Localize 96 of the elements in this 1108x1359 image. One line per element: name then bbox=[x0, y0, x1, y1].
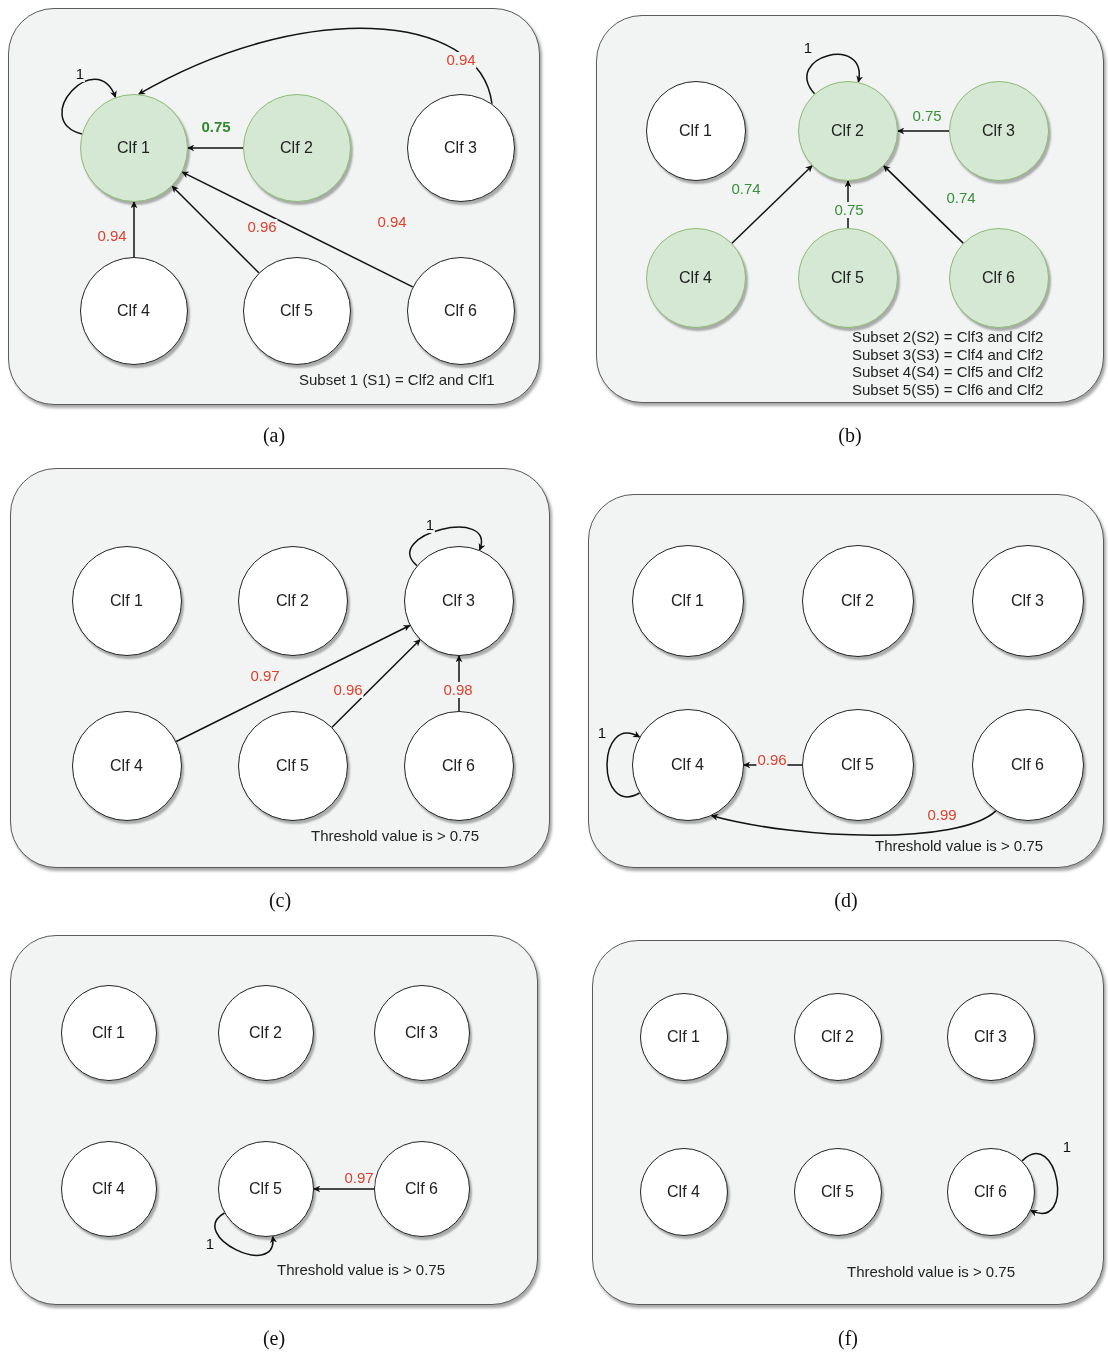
arrow bbox=[710, 810, 997, 836]
edge-label: 0.94 bbox=[96, 228, 128, 244]
arrow bbox=[883, 165, 964, 244]
arrow bbox=[606, 731, 641, 798]
classifier-circle: Clf 2 bbox=[217, 984, 314, 1081]
classifier-circle: Clf 2 bbox=[797, 80, 898, 181]
panel-caption: (b) bbox=[838, 424, 862, 447]
classifier-circle: Clf 5 bbox=[793, 1147, 882, 1236]
classifier-circle: Clf 1 bbox=[60, 984, 157, 1081]
classifier-circle: Clf 6 bbox=[948, 227, 1049, 328]
arrow bbox=[1021, 1153, 1059, 1216]
panel-caption: (a) bbox=[262, 424, 286, 447]
arrow bbox=[130, 201, 138, 258]
panel-caption: (d) bbox=[834, 889, 858, 912]
classifier-circle: Clf 5 bbox=[242, 256, 351, 365]
classifier-circle: Clf 2 bbox=[237, 545, 348, 656]
classifier-circle: Clf 4 bbox=[71, 710, 182, 821]
panel-caption: (c) bbox=[268, 889, 292, 912]
classifier-circle: Clf 4 bbox=[60, 1140, 157, 1237]
classifier-circle: Clf 6 bbox=[403, 710, 514, 821]
edge-label: 0.96 bbox=[246, 219, 278, 235]
subset-note: Threshold value is > 0.75 bbox=[311, 827, 480, 845]
classifier-circle: Clf 6 bbox=[373, 1140, 470, 1237]
arrow bbox=[806, 53, 863, 95]
arrow bbox=[731, 165, 813, 244]
panel-background bbox=[592, 940, 1104, 1305]
classifier-circle: Clf 6 bbox=[971, 708, 1084, 821]
classifier-circle: Clf 1 bbox=[639, 992, 728, 1081]
edge-label: 0.74 bbox=[730, 181, 762, 197]
classifier-circle: Clf 3 bbox=[406, 93, 515, 202]
classifier-circle: Clf 4 bbox=[639, 1147, 728, 1236]
panel-background bbox=[596, 15, 1104, 403]
subset-note: Threshold value is > 0.75 bbox=[875, 837, 1044, 855]
arrow bbox=[187, 144, 244, 152]
classifier-circle: Clf 5 bbox=[217, 1140, 314, 1237]
edge-label: 0.74 bbox=[945, 190, 977, 206]
classifier-circle: Clf 5 bbox=[801, 708, 914, 821]
arrow bbox=[313, 1185, 375, 1193]
edge-label: 1 bbox=[1061, 1139, 1073, 1155]
panel-caption: (f) bbox=[838, 1327, 858, 1350]
subset-note: Subset 2(S2) = Clf3 and Clf2 bbox=[852, 328, 1044, 346]
classifier-circle: Clf 1 bbox=[71, 545, 182, 656]
subset-note: Subset 4(S4) = Clf5 and Clf2 bbox=[852, 363, 1044, 381]
arrow bbox=[171, 185, 260, 274]
panel-background bbox=[10, 468, 550, 868]
arrow bbox=[181, 171, 414, 288]
edge-label: 1 bbox=[204, 1236, 216, 1252]
classifier-circle: Clf 4 bbox=[79, 256, 188, 365]
edge-label: 0.96 bbox=[332, 682, 364, 698]
edge-label: 0.94 bbox=[376, 214, 408, 230]
arrow bbox=[137, 27, 493, 105]
arrow bbox=[897, 127, 950, 135]
subset-note: Threshold value is > 0.75 bbox=[847, 1263, 1016, 1281]
edge-label: 0.99 bbox=[926, 807, 958, 823]
classifier-circle: Clf 1 bbox=[631, 544, 744, 657]
panel-background bbox=[10, 935, 538, 1305]
edge-label: 1 bbox=[74, 66, 86, 82]
panel-caption: (e) bbox=[262, 1327, 286, 1350]
classifier-circle: Clf 1 bbox=[645, 80, 746, 181]
panel-background bbox=[8, 8, 540, 405]
classifier-circle: Clf 6 bbox=[406, 256, 515, 365]
arrow bbox=[331, 639, 421, 728]
classifier-circle: Clf 3 bbox=[948, 80, 1049, 181]
classifier-circle: Clf 3 bbox=[971, 544, 1084, 657]
classifier-circle: Clf 2 bbox=[242, 93, 351, 202]
edge-label: 0.94 bbox=[445, 52, 477, 68]
classifier-circle: Clf 3 bbox=[946, 992, 1035, 1081]
arrow bbox=[61, 78, 117, 135]
edge-label: 0.75 bbox=[200, 119, 232, 135]
edge-label: 0.98 bbox=[442, 682, 474, 698]
subset-note: Threshold value is > 0.75 bbox=[277, 1261, 446, 1279]
edge-label: 0.75 bbox=[833, 202, 865, 218]
classifier-circle: Clf 6 bbox=[946, 1147, 1035, 1236]
edge-label: 0.96 bbox=[756, 752, 788, 768]
classifier-circle: Clf 2 bbox=[801, 544, 914, 657]
arrow bbox=[175, 624, 411, 743]
edge-label: 1 bbox=[424, 517, 436, 533]
edge-label: 1 bbox=[596, 725, 608, 741]
edge-label: 0.97 bbox=[343, 1170, 375, 1186]
subset-note: Subset 3(S3) = Clf4 and Clf2 bbox=[852, 345, 1044, 363]
classifier-circle: Clf 5 bbox=[237, 710, 348, 821]
arrow bbox=[214, 1212, 276, 1256]
edge-label: 0.97 bbox=[249, 668, 281, 684]
subset-note: Subset 5(S5) = Clf6 and Clf2 bbox=[852, 380, 1044, 398]
classifier-circle: Clf 5 bbox=[797, 227, 898, 328]
subset-note: Subset 1 (S1) = Clf2 and Clf1 bbox=[299, 371, 495, 389]
classifier-circle: Clf 2 bbox=[793, 992, 882, 1081]
panel-background bbox=[588, 494, 1104, 868]
classifier-circle: Clf 3 bbox=[403, 545, 514, 656]
classifier-circle: Clf 4 bbox=[631, 708, 744, 821]
edge-label: 0.75 bbox=[911, 108, 943, 124]
classifier-circle: Clf 1 bbox=[79, 93, 188, 202]
edge-label: 1 bbox=[802, 40, 814, 56]
classifier-circle: Clf 4 bbox=[645, 227, 746, 328]
classifier-circle: Clf 3 bbox=[373, 984, 470, 1081]
arrow bbox=[409, 526, 485, 567]
